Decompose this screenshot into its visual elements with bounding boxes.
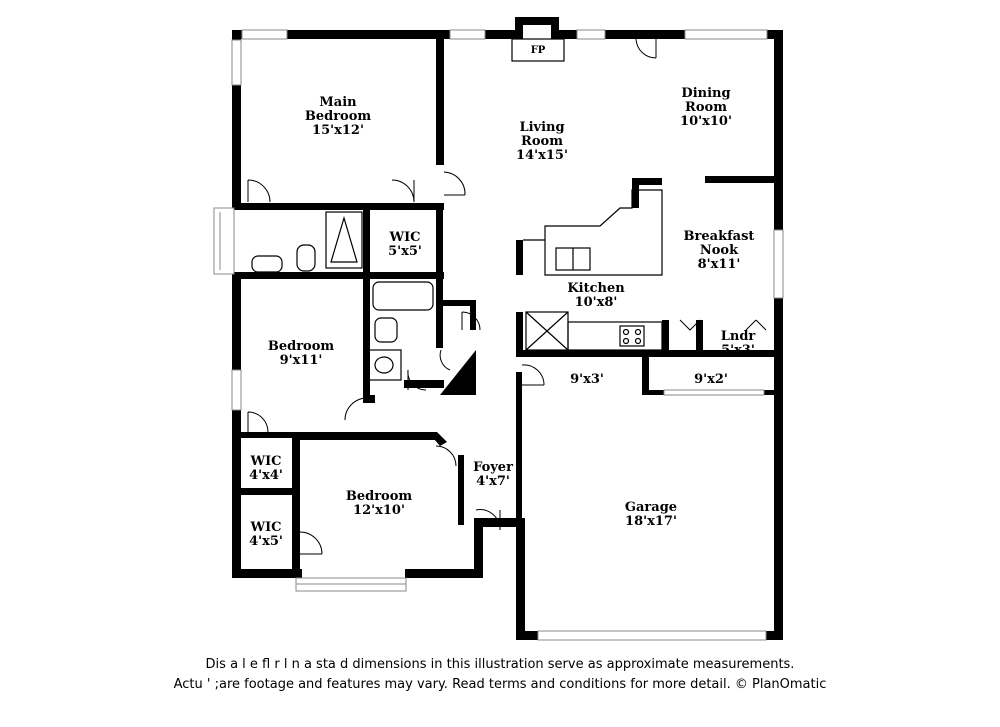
hall-b-size: 9'x2'	[694, 372, 728, 387]
floor-plan: Main Bedroom 15'x12' Living Room 14'x15'…	[213, 17, 784, 641]
dining-room-name2: Room	[685, 100, 727, 115]
kitchen-name: Kitchen	[567, 281, 625, 296]
living-room-name2: Room	[521, 134, 563, 149]
fireplace-label: FP	[531, 45, 546, 56]
wic-b-name: WIC	[249, 520, 281, 535]
wic-main-size: 5'x5'	[388, 244, 422, 259]
fixtures	[251, 38, 663, 381]
toilet-hall	[374, 317, 398, 343]
breakfast-nook-name2: Nook	[700, 243, 739, 258]
hall-a-size: 9'x3'	[570, 372, 604, 387]
garage-size: 18'x17'	[625, 514, 677, 529]
bedroom-a-size: 9'x11'	[280, 353, 323, 368]
foyer-size: 4'x7'	[476, 474, 510, 489]
breakfast-nook-size: 8'x11'	[698, 257, 741, 272]
bedroom-b-size: 12'x10'	[353, 503, 405, 518]
living-room-name1: Living	[519, 120, 564, 135]
bathtub	[325, 211, 363, 269]
walls	[232, 17, 783, 640]
bathtub-hall	[372, 281, 434, 311]
vanity-hall	[368, 349, 402, 381]
dining-room-name1: Dining	[681, 86, 730, 101]
main-bedroom-size: 15'x12'	[312, 123, 364, 138]
kitchen-island	[523, 189, 663, 276]
fireplace-hearth	[511, 38, 565, 62]
living-room-size: 14'x15'	[516, 148, 568, 163]
bedroom-b-name: Bedroom	[346, 489, 413, 504]
toilet	[296, 244, 316, 272]
disclaimer-line-2: Actu ' ;are footage and features may var…	[173, 677, 827, 692]
main-bedroom-name1: Main	[319, 95, 357, 110]
breakfast-nook-name1: Breakfast	[684, 229, 755, 244]
doors	[247, 38, 767, 555]
stove	[619, 325, 645, 347]
wic-main-name: WIC	[388, 230, 420, 245]
laundry-size: 5'x3'	[721, 343, 755, 358]
wic-b-size: 4'x5'	[249, 534, 283, 549]
main-bedroom-name2: Bedroom	[305, 109, 372, 124]
disclaimer-line-1: Dis a l e fl r l n a sta d dimensions in…	[205, 657, 795, 672]
wic-a-name: WIC	[249, 454, 281, 469]
sink	[251, 255, 283, 273]
foyer-name: Foyer	[473, 460, 513, 475]
room-labels: Main Bedroom 15'x12' Living Room 14'x15'…	[249, 45, 755, 549]
kitchen-size: 10'x8'	[575, 295, 618, 310]
bedroom-a-name: Bedroom	[268, 339, 335, 354]
wic-a-size: 4'x4'	[249, 468, 283, 483]
laundry-name: Lndr	[721, 329, 756, 344]
windows	[213, 29, 784, 641]
dining-room-size: 10'x10'	[680, 114, 732, 129]
garage-name: Garage	[625, 500, 677, 515]
